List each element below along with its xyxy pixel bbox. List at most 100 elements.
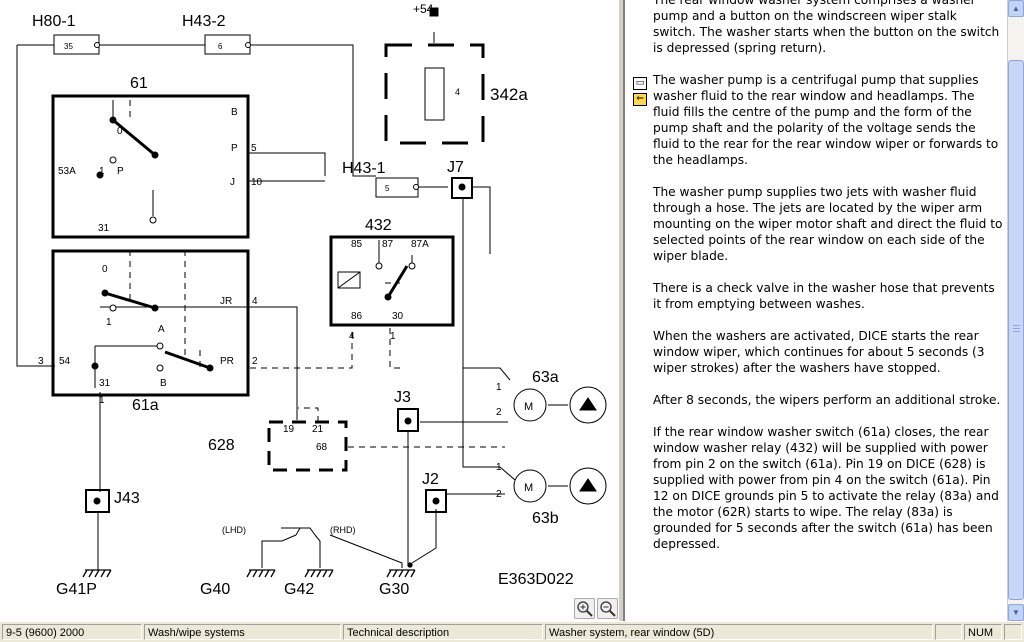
pin-labels: 35 6 5 4 B P J 5 10 0 53A 1 P 31 0 1 A B… — [38, 42, 502, 500]
back-arrow-icon[interactable]: ⇐ — [633, 93, 647, 106]
vertical-scrollbar[interactable]: ▲ ▼ — [1007, 0, 1024, 621]
svg-text:6: 6 — [218, 42, 223, 51]
svg-text:4: 4 — [455, 87, 460, 97]
paragraph: There is a check valve in the washer hos… — [653, 281, 995, 311]
components — [51, 7, 607, 513]
wires — [16, 32, 568, 570]
status-num: NUM — [964, 624, 1002, 640]
svg-text:19: 19 — [283, 424, 295, 435]
status-system: Wash/wipe systems — [144, 624, 341, 640]
label-j3: J3 — [394, 389, 411, 406]
svg-text:5: 5 — [385, 184, 390, 193]
label-61: 61 — [130, 75, 148, 92]
zoom-out-button[interactable] — [597, 598, 618, 619]
svg-text:P: P — [231, 143, 238, 154]
svg-text:5: 5 — [251, 143, 257, 154]
label-rhd: (RHD) — [330, 525, 356, 535]
svg-text:2: 2 — [496, 489, 502, 500]
diagram-labels: H80-1 H43-2 +54 342a 61 61a 432 H43-1 J7… — [32, 2, 574, 598]
svg-text:1: 1 — [99, 395, 105, 406]
svg-text:87A: 87A — [411, 239, 429, 250]
ground-symbols — [82, 562, 416, 578]
svg-text:4: 4 — [349, 331, 355, 342]
svg-text:1: 1 — [106, 317, 112, 328]
motor-label-63a: M — [524, 401, 533, 413]
label-63a: 63a — [532, 369, 559, 386]
svg-text:B: B — [160, 378, 167, 389]
status-empty — [935, 624, 962, 640]
label-h43-1: H43-1 — [342, 160, 386, 177]
label-61a: 61a — [132, 397, 159, 414]
svg-text:JR: JR — [220, 296, 232, 307]
pane-splitter[interactable] — [618, 0, 624, 621]
svg-text:31: 31 — [99, 378, 111, 389]
status-title: Washer system, rear window (5D) — [545, 624, 933, 640]
label-63b: 63b — [532, 510, 559, 527]
label-figure-id: E363D022 — [498, 571, 574, 588]
status-model: 9-5 (9600) 2000 — [2, 624, 142, 640]
svg-text:1: 1 — [390, 331, 396, 342]
svg-text:PR: PR — [220, 356, 234, 367]
paragraph: The washer pump supplies two jets with w… — [653, 185, 1003, 263]
svg-text:J: J — [230, 177, 235, 188]
label-g41p: G41P — [56, 581, 97, 598]
svg-text:1: 1 — [496, 382, 502, 393]
svg-text:10: 10 — [251, 177, 263, 188]
scroll-up-button[interactable]: ▲ — [1008, 0, 1024, 17]
status-doc-type: Technical description — [343, 624, 543, 640]
motor-label-63b: M — [524, 482, 533, 494]
status-bar: 9-5 (9600) 2000 Wash/wipe systems Techni… — [0, 621, 1024, 642]
switch-contacts — [91, 100, 214, 372]
label-h43-2: H43-2 — [182, 13, 226, 30]
label-342a: 342a — [490, 85, 528, 104]
svg-text:0: 0 — [102, 264, 108, 275]
svg-text:0: 0 — [117, 126, 123, 137]
label-j2: J2 — [422, 471, 439, 488]
svg-text:86: 86 — [351, 311, 363, 322]
wiring-diagram-pane[interactable]: H80-1 H43-2 +54 342a 61 61a 432 H43-1 J7… — [0, 0, 618, 621]
svg-text:P: P — [117, 166, 124, 177]
svg-text:4: 4 — [252, 296, 258, 307]
paragraph: The washer pump is a centrifugal pump th… — [653, 73, 999, 167]
paragraph: When the washers are activated, DICE sta… — [653, 329, 985, 375]
svg-text:87: 87 — [382, 239, 394, 250]
document-pane: ▭ ⇐ The rear window washer system compri… — [624, 0, 1007, 621]
scroll-thumb[interactable] — [1008, 60, 1024, 600]
svg-text:3: 3 — [38, 356, 44, 367]
svg-text:1: 1 — [496, 462, 502, 473]
svg-text:1: 1 — [99, 166, 105, 177]
svg-text:30: 30 — [392, 311, 404, 322]
scroll-down-button[interactable]: ▼ — [1008, 604, 1024, 621]
svg-text:68: 68 — [316, 442, 328, 453]
label-h80-1: H80-1 — [32, 13, 76, 30]
wiring-diagram: H80-1 H43-2 +54 342a 61 61a 432 H43-1 J7… — [16, 2, 607, 598]
label-628: 628 — [208, 437, 235, 454]
label-g42: G42 — [284, 581, 314, 598]
document-text: The rear window washer system comprises … — [653, 0, 1003, 568]
svg-text:A: A — [158, 324, 165, 335]
svg-text:31: 31 — [98, 223, 110, 234]
svg-text:B: B — [231, 107, 238, 118]
paragraph: The rear window washer system comprises … — [653, 0, 1000, 55]
zoom-in-button[interactable] — [574, 598, 595, 619]
label-j43: J43 — [114, 490, 140, 507]
sheet-icon[interactable]: ▭ — [633, 77, 647, 90]
svg-text:53A: 53A — [58, 166, 76, 177]
svg-text:21: 21 — [312, 424, 324, 435]
label-g30: G30 — [379, 581, 409, 598]
svg-text:2: 2 — [496, 407, 502, 418]
zoom-in-icon — [577, 601, 593, 617]
status-resize-grip — [1004, 624, 1022, 640]
svg-text:85: 85 — [351, 239, 363, 250]
svg-text:35: 35 — [64, 42, 73, 51]
label-plus54: +54 — [413, 2, 434, 16]
label-lhd: (LHD) — [222, 525, 246, 535]
svg-text:54: 54 — [59, 356, 71, 367]
label-j7: J7 — [447, 159, 464, 176]
label-432: 432 — [365, 217, 392, 234]
svg-text:2: 2 — [252, 356, 258, 367]
label-g40: G40 — [200, 581, 230, 598]
paragraph: If the rear window washer switch (61a) c… — [653, 425, 999, 551]
paragraph: After 8 seconds, the wipers perform an a… — [653, 393, 1001, 407]
zoom-out-icon — [600, 601, 616, 617]
